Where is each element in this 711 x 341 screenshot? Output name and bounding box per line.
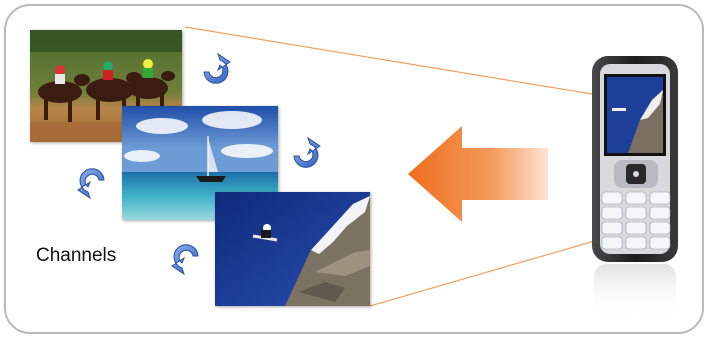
snowboarder-mountain-photo [215,192,370,306]
rotate-arrow-icon [203,52,231,84]
rotate-arrow-icon [77,168,105,200]
sailboat-ocean-image [122,106,278,220]
channels-label: Channels [36,245,117,266]
snowboarder-mountain-image [215,192,370,306]
sailboat-ocean-photo [122,106,278,220]
rotate-arrow-icon [171,244,199,276]
connector-line-top [184,26,599,96]
connector-line-bottom [369,239,599,307]
rotate-arrow-icon [293,136,321,168]
